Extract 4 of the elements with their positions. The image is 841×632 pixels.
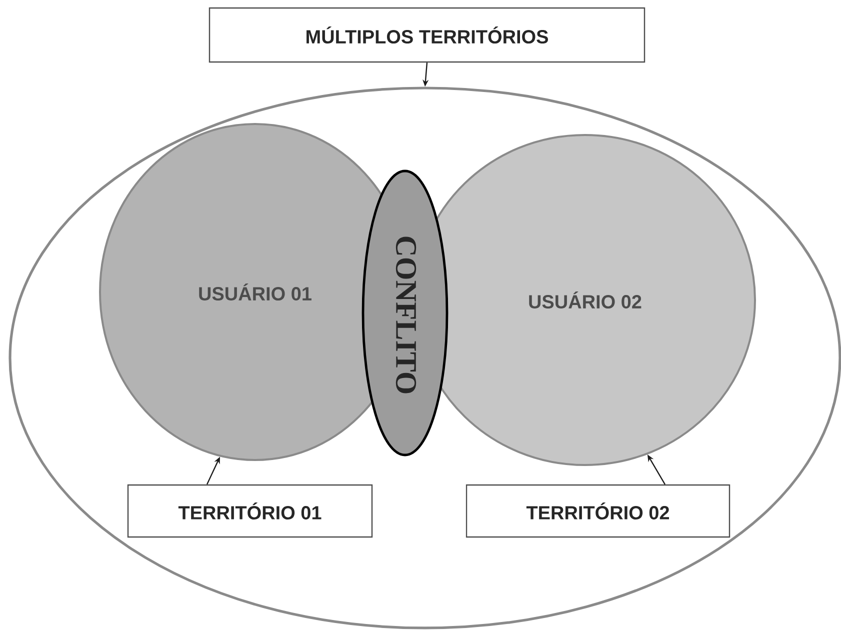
label-box: TERRITÓRIO 01 — [127, 484, 373, 538]
conflict-ellipse — [362, 170, 448, 456]
title-box: MÚLTIPLOS TERRITÓRIOS — [208, 7, 646, 63]
label-box: TERRITÓRIO 02 — [466, 484, 730, 538]
